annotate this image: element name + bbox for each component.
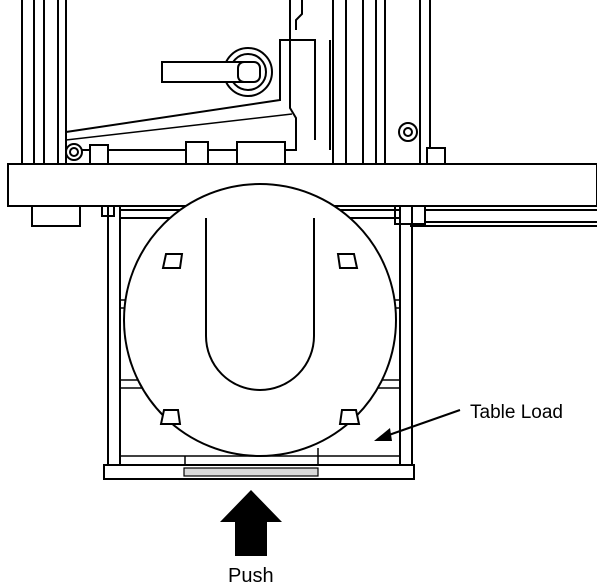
up-arrow-icon bbox=[220, 490, 282, 556]
disc-tray bbox=[103, 183, 415, 480]
crossbar-blocks bbox=[89, 141, 446, 166]
crossbar bbox=[7, 163, 597, 207]
push-indicator: Push bbox=[220, 490, 282, 586]
slide-bar bbox=[289, 0, 331, 150]
right-rails bbox=[332, 0, 431, 164]
lever-arm bbox=[65, 39, 297, 151]
cam-lever bbox=[161, 47, 273, 97]
left-rails bbox=[21, 0, 67, 164]
upper-mechanism bbox=[7, 0, 597, 227]
push-label: Push bbox=[228, 565, 274, 586]
tray-front bbox=[103, 464, 415, 480]
rail-rings bbox=[65, 122, 418, 161]
guide-rails bbox=[410, 209, 597, 227]
table-load-label: Table Load bbox=[470, 402, 563, 423]
callout-leader bbox=[385, 409, 461, 437]
arrow-icon bbox=[374, 428, 392, 441]
hub-slot bbox=[205, 218, 315, 391]
table-load-callout: Table Load bbox=[374, 402, 563, 441]
disc-clips bbox=[159, 253, 361, 425]
